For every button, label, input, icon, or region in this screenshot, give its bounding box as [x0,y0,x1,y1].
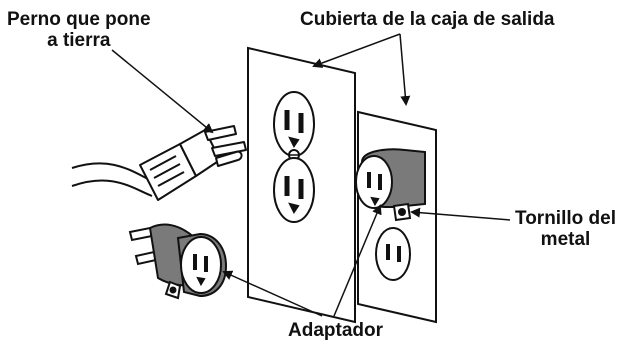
arrow-cover-back [312,33,401,68]
metal-screw-label-line1: Tornillo del [515,208,616,229]
leader-arrows [111,33,511,317]
metal-screw-label: Tornillo del metal [515,208,616,250]
three-prong-plug-icon [71,125,247,201]
metal-screw-label-line2: metal [540,229,591,250]
arrow-adapter-right [333,204,382,317]
arrow-ground-pin [111,49,214,134]
ground-pin-label-line2: a tierra [47,30,111,51]
adapter-label: Adaptador [288,320,383,341]
arrow-adapter-left [222,270,323,317]
grounding-adapter-icon [355,148,426,209]
outlet-cover-label: Cubierta de la caja de salida [300,9,555,30]
grounding-adapter-icon [128,223,228,300]
ground-pin-label: Perno que pone a tierra [7,9,151,51]
arrow-cover-front [399,33,411,106]
metal-screw-icon [392,202,412,222]
duplex-outlet-icon [247,46,356,324]
arrow-screw [410,207,511,221]
ground-pin-label-line1: Perno que pone [7,9,151,30]
